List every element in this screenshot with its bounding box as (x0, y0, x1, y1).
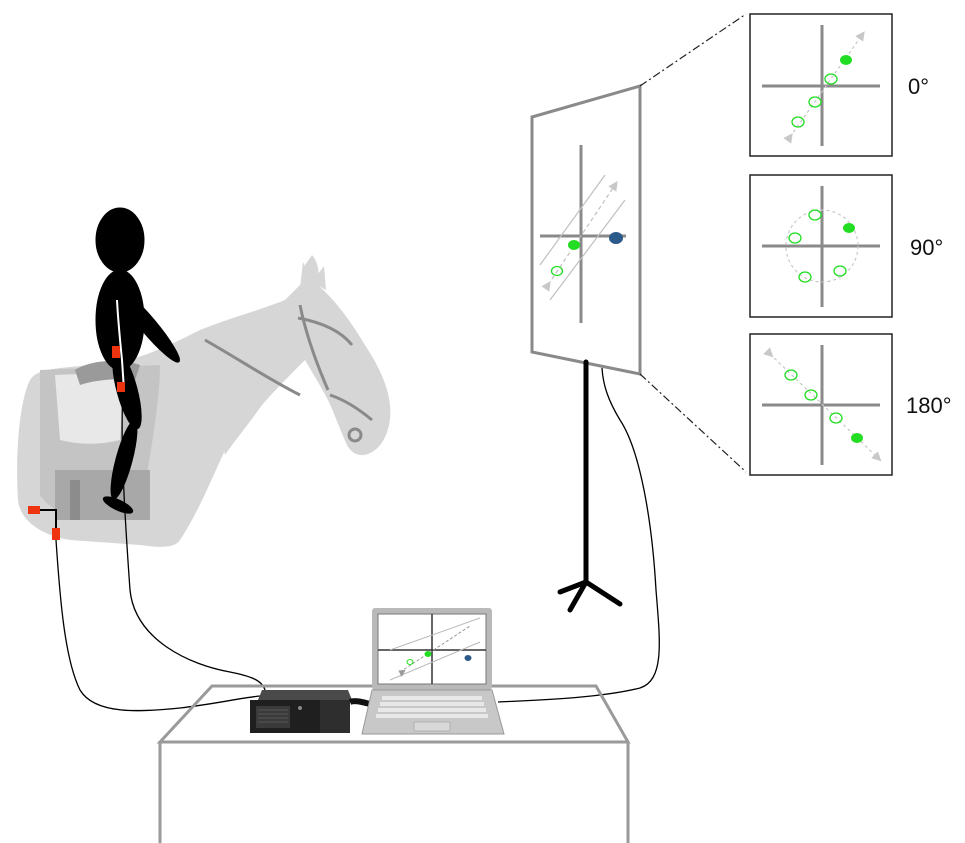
sensor-marker-hip (112, 346, 120, 358)
laptop-trackpad (414, 722, 450, 731)
sensor-marker-horse-bottom (52, 528, 60, 540)
screen-cursor-dot (609, 232, 623, 244)
screen-stand (560, 362, 620, 610)
laptop (362, 608, 504, 734)
angle-label-180: 180° (906, 393, 952, 419)
laptop-cursor-dot (465, 655, 472, 661)
amplifier-box (250, 690, 352, 733)
screen-panel (532, 86, 640, 374)
panel-0deg (750, 14, 892, 156)
angle-label-0: 0° (908, 74, 929, 100)
horse-illustration (17, 255, 390, 547)
rider-head (96, 208, 144, 272)
laptop-target-dot (425, 651, 432, 657)
cable-laptop-to-screen (498, 368, 659, 702)
panel-180deg (750, 334, 892, 475)
angle-label-90: 90° (910, 235, 943, 261)
screen-target-dot (568, 240, 580, 250)
sensor-marker-knee (117, 382, 125, 392)
panel-90deg (750, 175, 892, 317)
sensor-marker-horse-top (28, 506, 40, 514)
cable-amplifier-to-laptop (350, 701, 370, 704)
zoom-lines (640, 14, 746, 472)
projection-screen (532, 86, 640, 610)
